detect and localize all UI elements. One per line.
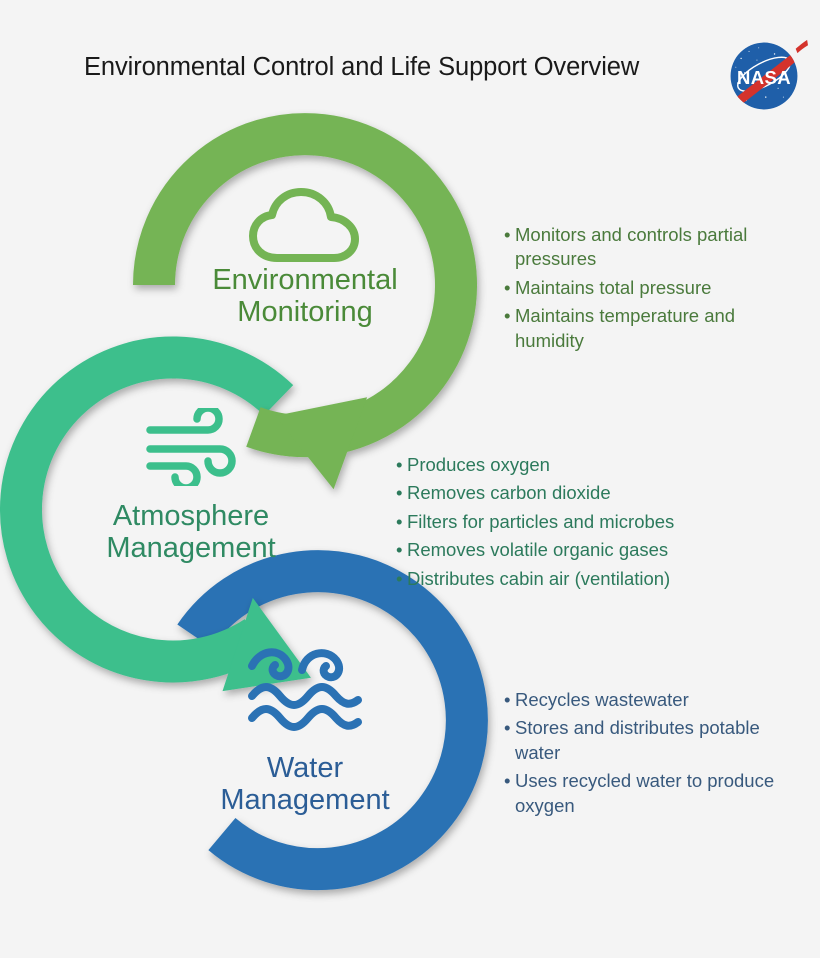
atmosphere-management-bullets: Produces oxygenRemoves carbon dioxideFil… bbox=[396, 453, 716, 595]
cloud-icon-svg bbox=[249, 188, 359, 262]
environmental-arrowhead bbox=[275, 397, 368, 490]
water-icon-svg bbox=[248, 648, 362, 731]
cloud-icon-path bbox=[249, 188, 359, 262]
atmosphere-management-label: Atmosphere Management bbox=[106, 500, 276, 565]
environmental-ring-arc bbox=[133, 113, 477, 458]
water-ring-arc bbox=[177, 550, 488, 891]
nasa-logo-inner bbox=[730, 44, 798, 110]
water-waves-icon bbox=[246, 640, 368, 737]
bullet-item: Stores and distributes potable water bbox=[504, 716, 804, 765]
cloud-icon bbox=[247, 186, 365, 271]
bullet-item: Monitors and controls partial pressures bbox=[504, 223, 796, 272]
nasa-logo-text: NASA bbox=[737, 67, 791, 88]
nasa-meatball-logo: NASA bbox=[720, 32, 808, 120]
ring-environmental-monitoring bbox=[133, 113, 477, 490]
water-management-label: Water Management bbox=[220, 752, 390, 817]
wind-icon-svg bbox=[146, 404, 236, 492]
bullet-item: Recycles wastewater bbox=[504, 688, 804, 713]
water-icon-strokes bbox=[248, 648, 362, 731]
environmental-monitoring-label: Environmental Monitoring bbox=[212, 264, 398, 329]
bullet-item: Uses recycled water to produce oxygen bbox=[504, 769, 804, 818]
nasa-logo-swoosh bbox=[730, 44, 798, 110]
ring-water-management bbox=[177, 550, 488, 891]
wind-icon-strokes bbox=[146, 404, 236, 492]
bullet-item: Distributes cabin air (ventilation) bbox=[396, 567, 716, 592]
wind-icon bbox=[142, 404, 250, 492]
bullet-item: Maintains temperature and humidity bbox=[504, 304, 796, 353]
bullet-item: Maintains total pressure bbox=[504, 276, 796, 301]
nasa-logo-svg: NASA bbox=[730, 39, 808, 110]
page-title: Environmental Control and Life Support O… bbox=[84, 53, 640, 81]
bullet-item: Produces oxygen bbox=[396, 453, 716, 478]
nasa-logo-swoosh-tail bbox=[795, 39, 808, 54]
bullet-item: Removes volatile organic gases bbox=[396, 538, 716, 563]
atmosphere-ring-arc bbox=[0, 336, 294, 683]
water-management-bullets: Recycles wastewaterStores and distribute… bbox=[504, 688, 804, 822]
environmental-monitoring-bullets: Monitors and controls partial pressuresM… bbox=[504, 223, 796, 357]
bullet-item: Filters for particles and microbes bbox=[396, 510, 716, 535]
bullet-item: Removes carbon dioxide bbox=[396, 481, 716, 506]
